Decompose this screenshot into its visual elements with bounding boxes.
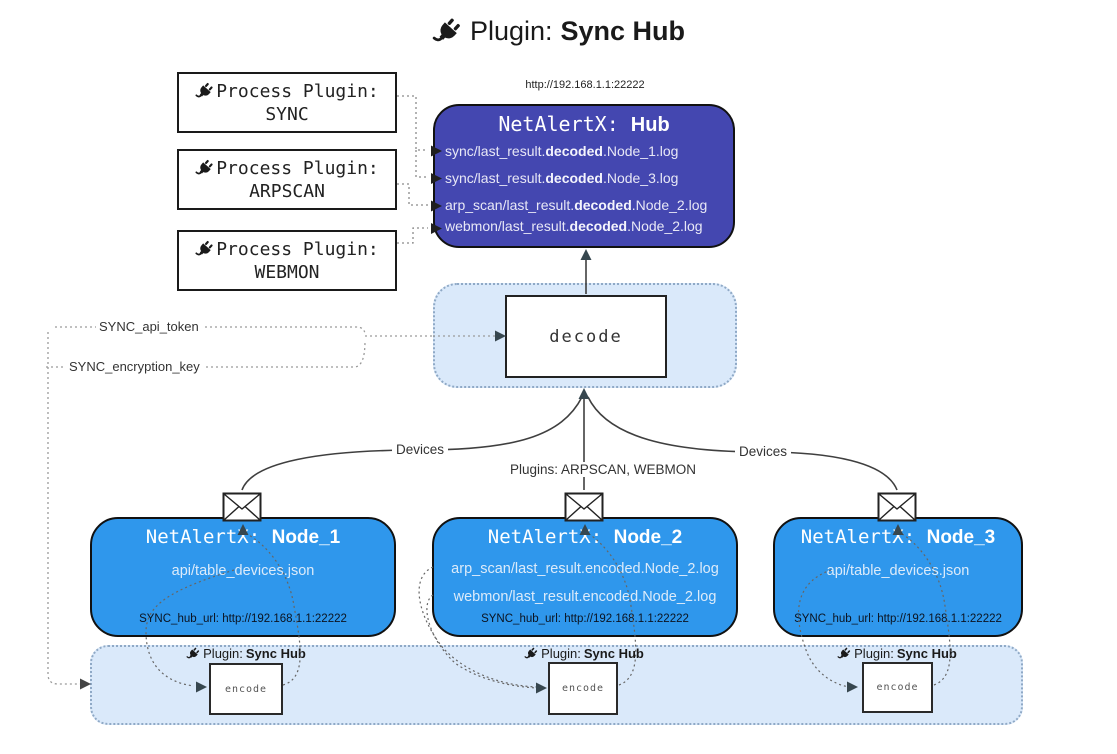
process-plugin-label: Process Plugin: [216,238,379,260]
plug-icon [524,647,538,661]
process-plugin-name: WEBMON [254,261,320,283]
connector-arpscan-line3 [397,183,428,206]
envelope-icon-node2 [564,492,604,522]
encode-box-3: encode [862,662,933,713]
page-title: Plugin: Sync Hub [0,16,1117,47]
hub-file-line: arp_scan/last_result.decoded.Node_2.log [445,197,708,213]
plug-icon [186,647,200,661]
process-plugin-label: Process Plugin: [216,157,379,179]
node3-title: NetAlertX: Node_3 [800,526,996,548]
page-title-label: Plugin: [469,16,553,46]
plug-icon [195,82,214,101]
sync-encryption-key-label: SYNC_encryption_key [66,359,203,374]
process-plugin-box-sync: Process Plugin: SYNC [177,72,397,133]
connector-settings-to-encode-band [47,332,83,685]
node2-hub-url: SYNC_hub_url: http://192.168.1.1:22222 [481,613,689,625]
encode-box-2: encode [548,662,618,715]
hub-title-name: Hub [630,114,670,136]
process-plugin-connectors [397,95,428,244]
connector-sync-line2 [415,150,428,178]
node3-file: api/table_devices.json [826,563,970,579]
plug-icon [432,17,462,47]
encode-plugin-label-3: Plugin: Sync Hub [837,646,957,661]
hub-title: NetAlertX: Hub [433,112,735,137]
hub-url-label: http://192.168.1.1:22222 [525,79,645,91]
node2-title: NetAlertX: Node_2 [487,526,683,548]
hub-file-line: sync/last_result.decoded.Node_1.log [445,143,679,159]
plug-icon [837,647,851,661]
decode-box: decode [505,295,667,378]
node1-hub-url: SYNC_hub_url: http://192.168.1.1:22222 [139,613,347,625]
node2-file: webmon/last_result.encoded.Node_2.log [453,589,717,605]
edge-label-devices-left: Devices [392,442,449,457]
envelope-icon-node3 [877,492,917,522]
hub-title-prefix: NetAlertX: [498,112,631,136]
process-plugin-label: Process Plugin: [216,80,379,102]
node3-hub-url: SYNC_hub_url: http://192.168.1.1:22222 [794,613,1002,625]
node1-file: api/table_devices.json [171,563,315,579]
plug-icon [195,240,214,259]
node2-file: arp_scan/last_result.encoded.Node_2.log [451,561,719,577]
sync-api-token-label: SYNC_api_token [96,319,202,334]
connector-sync-line1 [397,95,428,151]
hub-box [433,104,735,248]
process-plugin-name: ARPSCAN [249,180,325,202]
hub-file-line: sync/last_result.decoded.Node_3.log [445,170,679,186]
encode-plugin-label-2: Plugin: Sync Hub [524,646,644,661]
arrowhead-decode-bottom [578,388,590,399]
envelope-icon-node1 [222,492,262,522]
edge-label-plugins: Plugins: ARPSCAN, WEBMON [506,462,701,477]
node1-title: NetAlertX: Node_1 [145,526,341,548]
page-title-name: Sync Hub [560,16,686,46]
process-plugin-name: SYNC [265,103,309,125]
encode-plugin-label-1: Plugin: Sync Hub [186,646,306,661]
arrowhead-hub-bottom [580,249,592,260]
connector-webmon-line4 [397,227,428,244]
edge-label-devices-right: Devices [735,444,792,459]
hub-file-line: webmon/last_result.decoded.Node_2.log [445,218,703,234]
process-plugin-box-arpscan: Process Plugin: ARPSCAN [177,149,397,210]
plug-icon [195,159,214,178]
encode-box-1: encode [209,663,283,715]
process-plugin-box-webmon: Process Plugin: WEBMON [177,230,397,291]
